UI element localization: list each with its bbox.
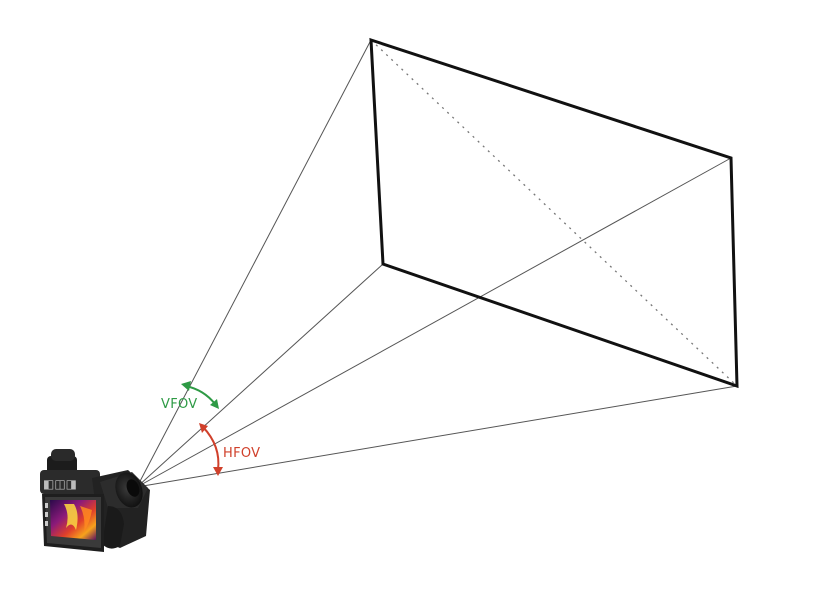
thermal-camera-icon: ◧◫◨ bbox=[40, 449, 150, 552]
frame-diagonal bbox=[370, 39, 738, 387]
svg-text:◧◫◨: ◧◫◨ bbox=[43, 477, 77, 491]
ray-top-left bbox=[136, 39, 372, 488]
hfov-label: HFOV bbox=[223, 446, 260, 461]
projection-rays bbox=[136, 39, 738, 488]
ray-top-right bbox=[136, 157, 732, 488]
projection-frame bbox=[369, 37, 739, 389]
vfov-arc bbox=[181, 381, 219, 409]
vfov-label: VFOV bbox=[161, 397, 197, 412]
ray-bottom-right bbox=[136, 385, 738, 488]
hfov-arc bbox=[199, 423, 223, 476]
ray-bottom-left bbox=[136, 263, 384, 488]
